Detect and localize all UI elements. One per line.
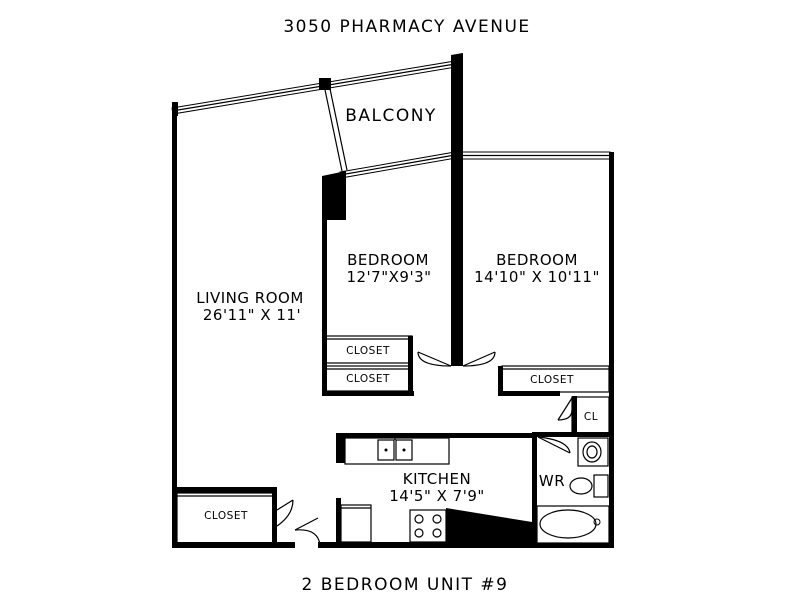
kitchen-label: KITCHEN (403, 470, 472, 488)
toilet (569, 474, 609, 498)
living-room-label: LIVING ROOM (196, 289, 304, 307)
washroom-door (537, 436, 571, 454)
kitchen-south-wall (336, 542, 446, 548)
balcony-side-rail (323, 83, 348, 172)
entry-door (294, 517, 321, 546)
living-south-wall (172, 542, 277, 548)
entry-closet-side (272, 487, 277, 548)
bedroom2-south-wall (498, 391, 560, 396)
bedroom1-size: 12'7"X9'3" (346, 268, 431, 286)
stove (409, 509, 447, 543)
bedroom2-size: 14'10" X 10'11" (474, 268, 600, 286)
bedroom1-south-wall (322, 391, 414, 396)
bedroom2-se-wall (609, 366, 614, 396)
bedroom-window (461, 151, 611, 160)
entry-closet-wall (172, 487, 277, 493)
living-wall-cap (172, 102, 178, 116)
kitchen-west-wall (336, 498, 341, 548)
bedroom2-door (462, 351, 496, 367)
bedroom1-pier (322, 171, 346, 220)
address-title: 3050 PHARMACY AVENUE (283, 17, 530, 37)
washroom-south-wall (532, 543, 614, 548)
balcony-label: BALCONY (345, 106, 437, 126)
washroom-sink (577, 437, 609, 467)
linen-closet-wall (572, 396, 577, 436)
entry-wall-segment (277, 542, 295, 548)
living-west-wall (172, 108, 177, 546)
balcony-post (319, 78, 331, 90)
entry-wall-right (318, 542, 340, 548)
washroom-north-wall (532, 432, 614, 437)
central-wall (451, 53, 463, 366)
bedroom2-closet-wall (498, 366, 503, 396)
bedroom1-label: BEDROOM (347, 251, 429, 269)
unit-title: 2 BEDROOM UNIT #9 (302, 575, 509, 595)
washroom-label: WR (539, 472, 565, 490)
kitchen-north-wall (336, 433, 536, 438)
closet-label: CLOSET (530, 374, 574, 386)
living-room-size: 26'11" X 11' (203, 306, 301, 324)
kitchen-counter (344, 436, 450, 465)
kitchen-west-pier (336, 433, 345, 463)
washroom-east-wall (609, 432, 614, 548)
balcony-window-lower (339, 151, 457, 179)
linen-east-wall (609, 396, 614, 436)
cl-label: CL (584, 411, 598, 423)
closet-label: CLOSET (346, 373, 390, 385)
kitchen-size: 14'5" X 7'9" (389, 487, 485, 505)
bedroom1-closet-wall (408, 336, 413, 396)
bedroom2-east-wall (609, 152, 614, 366)
closet-label: CLOSET (204, 510, 248, 522)
fridge (340, 504, 372, 543)
bedroom1-west-wall (322, 220, 327, 395)
bedroom1-door (417, 351, 452, 367)
bathtub (536, 505, 610, 544)
closet-label: CLOSET (346, 345, 390, 357)
kitchen-sw-block (446, 508, 537, 548)
entry-closet-door (276, 499, 294, 527)
bedroom2-label: BEDROOM (496, 251, 578, 269)
kitchen-east-wall (532, 433, 537, 527)
